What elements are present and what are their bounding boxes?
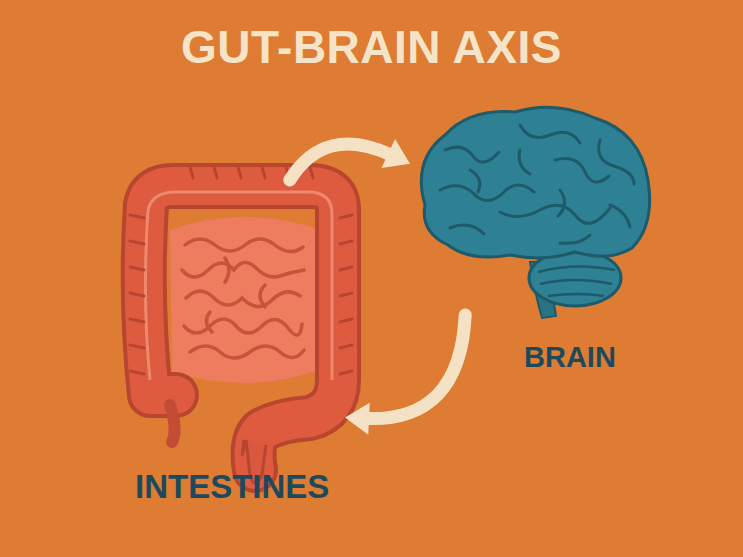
colon-band <box>145 192 332 380</box>
colon-haustra <box>130 167 352 374</box>
colon <box>144 186 338 470</box>
cerebellum-folds <box>538 266 615 296</box>
small-intestine <box>170 217 318 383</box>
organ-label: BRAIN <box>524 341 616 374</box>
cycle-arrow <box>290 139 410 180</box>
cerebrum <box>421 107 649 258</box>
appendix <box>170 405 175 442</box>
title: GUT-BRAIN AXIS <box>0 20 743 74</box>
brain-gyri <box>440 125 634 243</box>
cycle-arrow <box>345 315 465 435</box>
colon-outline <box>144 186 338 470</box>
intestines-node: INTESTINES <box>115 180 345 510</box>
small-intestine-loops <box>182 239 304 358</box>
brain-node: BRAIN <box>410 105 650 315</box>
organ-label: INTESTINES <box>135 468 329 506</box>
